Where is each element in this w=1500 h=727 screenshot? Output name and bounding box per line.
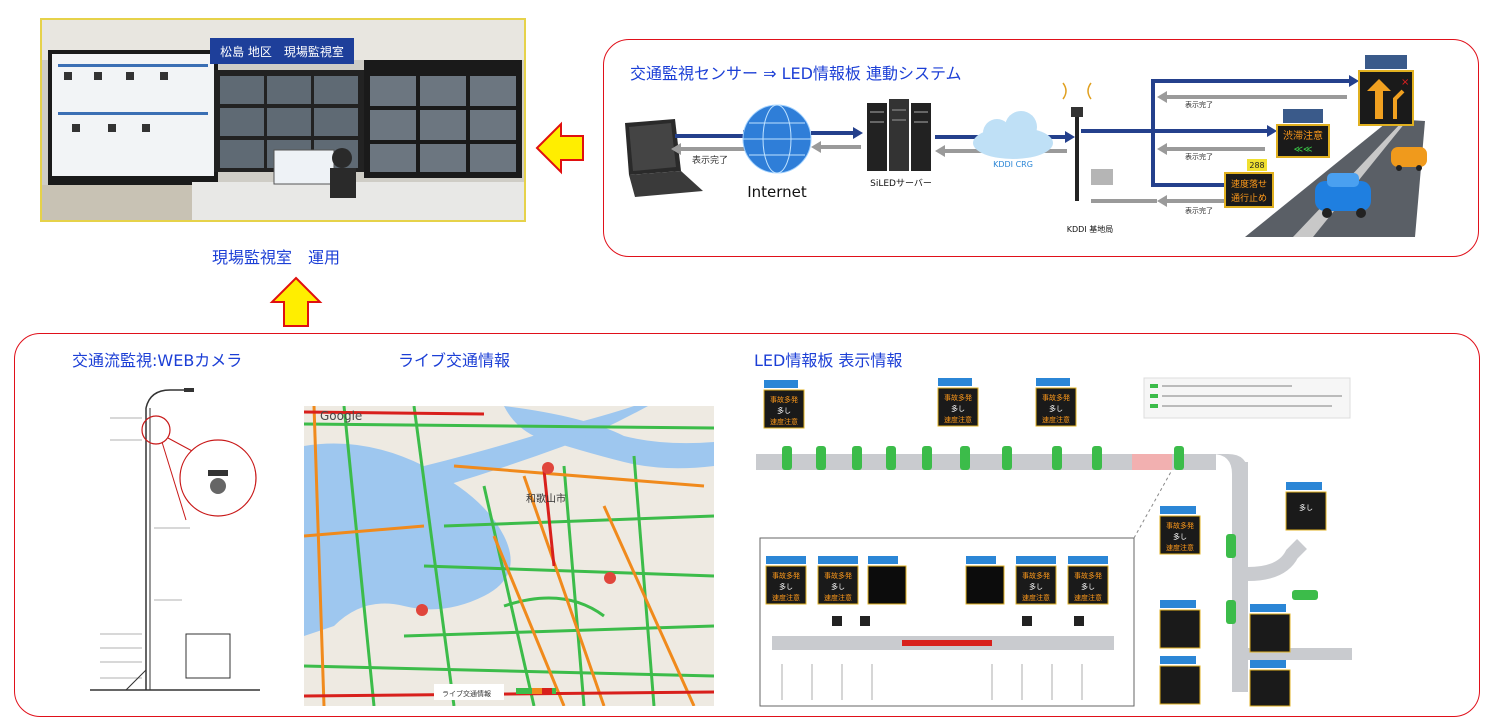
inset-board-6-line3: 速度注意 <box>1074 593 1102 602</box>
antenna-tower-icon <box>1062 82 1113 201</box>
right-board-3 <box>1159 600 1201 649</box>
map-footer: ライブ交通情報 <box>442 689 491 698</box>
traffic-map: Google 和歌山市 ライブ交通情報 <box>304 406 714 706</box>
server-label: SiLEDサーバー <box>870 178 932 189</box>
inset-board-1-line2: 多し <box>779 582 793 591</box>
inset-board-5-line2: 多し <box>1029 582 1043 591</box>
inset-board-1-line3: 速度注意 <box>772 593 800 602</box>
led-top-board-1-line1: 事故多発 <box>770 395 798 404</box>
ack-label-3: 表示完了 <box>1185 206 1213 215</box>
right-board-2-line: 多し <box>1299 503 1313 512</box>
globe-icon <box>742 104 812 174</box>
led-top-board-3-line3: 速度注意 <box>1042 415 1070 424</box>
inset-board-6-line1: 事故多発 <box>1074 571 1102 580</box>
traffic-roads-red <box>304 410 714 698</box>
inset-board-3 <box>867 556 907 605</box>
internet-label: Internet <box>747 183 807 201</box>
cloud-label: KDDI CRG <box>993 160 1033 169</box>
traffic-roads-green <box>304 406 714 706</box>
cloud-icon <box>973 111 1053 159</box>
svg-text:×: × <box>1401 77 1409 88</box>
up-arrow-icon <box>269 276 323 327</box>
ack-label-laptop: 表示完了 <box>692 154 728 166</box>
led-board-2-text: 渋滞注意 <box>1283 129 1323 142</box>
led-info-diagram: 事故多発 多し 速度注意 事故多発 多し 速度注意 事故多発 多し 速度注意 <box>756 377 1352 707</box>
right-board-6 <box>1249 660 1291 707</box>
system-panel-title: 交通監視センサー ⇒ LED情報板 連動システム <box>630 64 962 83</box>
monitor-room-scene: 松島 地区 現場監視室 <box>42 20 524 220</box>
led-board-1: × <box>1358 55 1414 126</box>
car-icon <box>1315 173 1371 218</box>
camera-pole-drawing <box>90 388 260 691</box>
inset-board-6: 事故多発 多し 速度注意 <box>1067 556 1109 605</box>
inset-board-4 <box>965 556 1005 605</box>
inset-board-6-line2: 多し <box>1081 582 1095 591</box>
led-top-board-1-line2: 多し <box>777 406 791 415</box>
right-board-5 <box>1159 656 1201 705</box>
inset-board-2: 事故多発 多し 速度注意 <box>817 556 859 605</box>
led-top-board-1: 事故多発 多し 速度注意 <box>763 380 805 429</box>
tower-label: KDDI 基地局 <box>1067 224 1113 234</box>
server-icon <box>867 99 931 171</box>
led-board-3-text: 速度落せ <box>1231 178 1267 190</box>
camera-title: 交通流監視:WEBカメラ <box>72 351 243 370</box>
traffic-roads-orange <box>304 406 705 706</box>
led-board-3: 速度落せ 通行止め 288 <box>1224 159 1274 208</box>
led-top-board-2-line2: 多し <box>951 404 965 413</box>
ack-label-2: 表示完了 <box>1185 152 1213 161</box>
inset-board-5: 事故多発 多し 速度注意 <box>1015 556 1057 605</box>
inset-board-1-line1: 事故多発 <box>772 571 800 580</box>
left-arrow-icon <box>535 121 584 175</box>
map-city-label: 和歌山市 <box>526 492 566 505</box>
car-icon-orange <box>1391 147 1427 171</box>
inset-board-5-line1: 事故多発 <box>1022 571 1050 580</box>
map-title: ライブ交通情報 <box>398 351 511 370</box>
svg-text:≪≪: ≪≪ <box>1294 145 1313 155</box>
led-top-board-1-line3: 速度注意 <box>770 417 798 426</box>
inset-board-2-line3: 速度注意 <box>824 593 852 602</box>
monitor-room-photo: 松島 地区 現場監視室 <box>40 18 526 222</box>
led-board-3-text2: 通行止め <box>1231 192 1267 204</box>
system-diagram: 表示完了 Internet SiLEDサーバー KDDI CRG KDD <box>625 55 1427 237</box>
laptop-icon <box>625 119 703 197</box>
inset-board-5-line3: 速度注意 <box>1022 593 1050 602</box>
led-top-board-2-line1: 事故多発 <box>944 393 972 402</box>
led-top-board-2-line3: 速度注意 <box>944 415 972 424</box>
right-board-1-line2: 多し <box>1173 532 1187 541</box>
monitor-room-sign: 松島 地区 現場監視室 <box>220 44 344 59</box>
led-top-board-3: 事故多発 多し 速度注意 <box>1035 378 1077 427</box>
led-top-board-3-line2: 多し <box>1049 404 1063 413</box>
google-logo: Google <box>320 409 362 423</box>
right-board-1-line1: 事故多発 <box>1166 521 1194 530</box>
led-top-board-2: 事故多発 多し 速度注意 <box>937 378 979 427</box>
inset-board-2-line1: 事故多発 <box>824 571 852 580</box>
right-board-4 <box>1249 604 1291 653</box>
inset-board-2-line2: 多し <box>831 582 845 591</box>
inset-board-1: 事故多発 多し 速度注意 <box>765 556 807 605</box>
led-top-board-3-line1: 事故多発 <box>1042 393 1070 402</box>
led-board-2: 渋滞注意 ≪≪ <box>1276 109 1330 158</box>
board-number: 288 <box>1249 161 1264 170</box>
right-board-1: 事故多発 多し 速度注意 <box>1159 506 1201 555</box>
ack-label-1: 表示完了 <box>1185 100 1213 109</box>
led-title: LED情報板 表示情報 <box>754 351 903 370</box>
traffic-map-graphic: Google 和歌山市 ライブ交通情報 <box>304 406 714 706</box>
right-board-2: 多し <box>1285 482 1327 531</box>
monitor-room-caption: 現場監視室 運用 <box>212 248 341 267</box>
right-board-1-line3: 速度注意 <box>1166 543 1194 552</box>
